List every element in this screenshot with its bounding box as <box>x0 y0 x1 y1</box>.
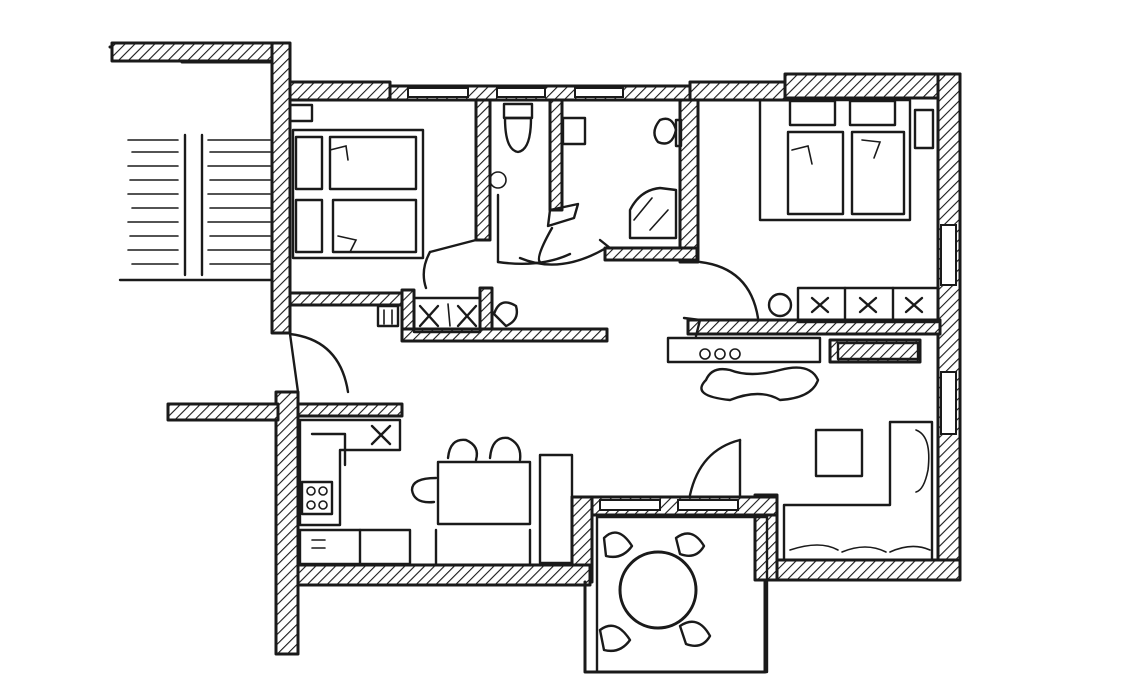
toilet-icon <box>502 102 534 154</box>
desk-icon <box>666 316 822 402</box>
toilet-icon <box>653 117 683 148</box>
door-swing-icon <box>518 238 612 266</box>
door-swing-icon <box>422 238 478 290</box>
kitchen-counter-icon <box>298 418 412 566</box>
sink-icon <box>489 116 587 189</box>
balcony-floor <box>583 515 769 674</box>
chair-icon <box>598 531 712 653</box>
coffee-table-icon <box>814 428 864 478</box>
shower-icon <box>628 186 678 240</box>
stove-icon <box>300 480 334 516</box>
chair-icon <box>410 436 522 504</box>
sofa-icon <box>782 420 934 562</box>
door-swing-icon <box>698 260 760 320</box>
stairs-icon <box>108 41 274 282</box>
double-bed-icon <box>758 98 935 222</box>
wardrobe-icon <box>376 296 519 334</box>
wardrobe-icon <box>767 286 940 324</box>
door-swing-icon <box>288 332 350 394</box>
wall-shelf-icon <box>288 103 314 123</box>
round-table-icon <box>618 550 698 630</box>
interior-walls <box>288 98 942 364</box>
door-swing-icon <box>688 438 742 499</box>
tv-console-icon <box>836 341 920 361</box>
dining-table-icon <box>434 453 574 566</box>
double-bed-icon <box>291 128 425 260</box>
